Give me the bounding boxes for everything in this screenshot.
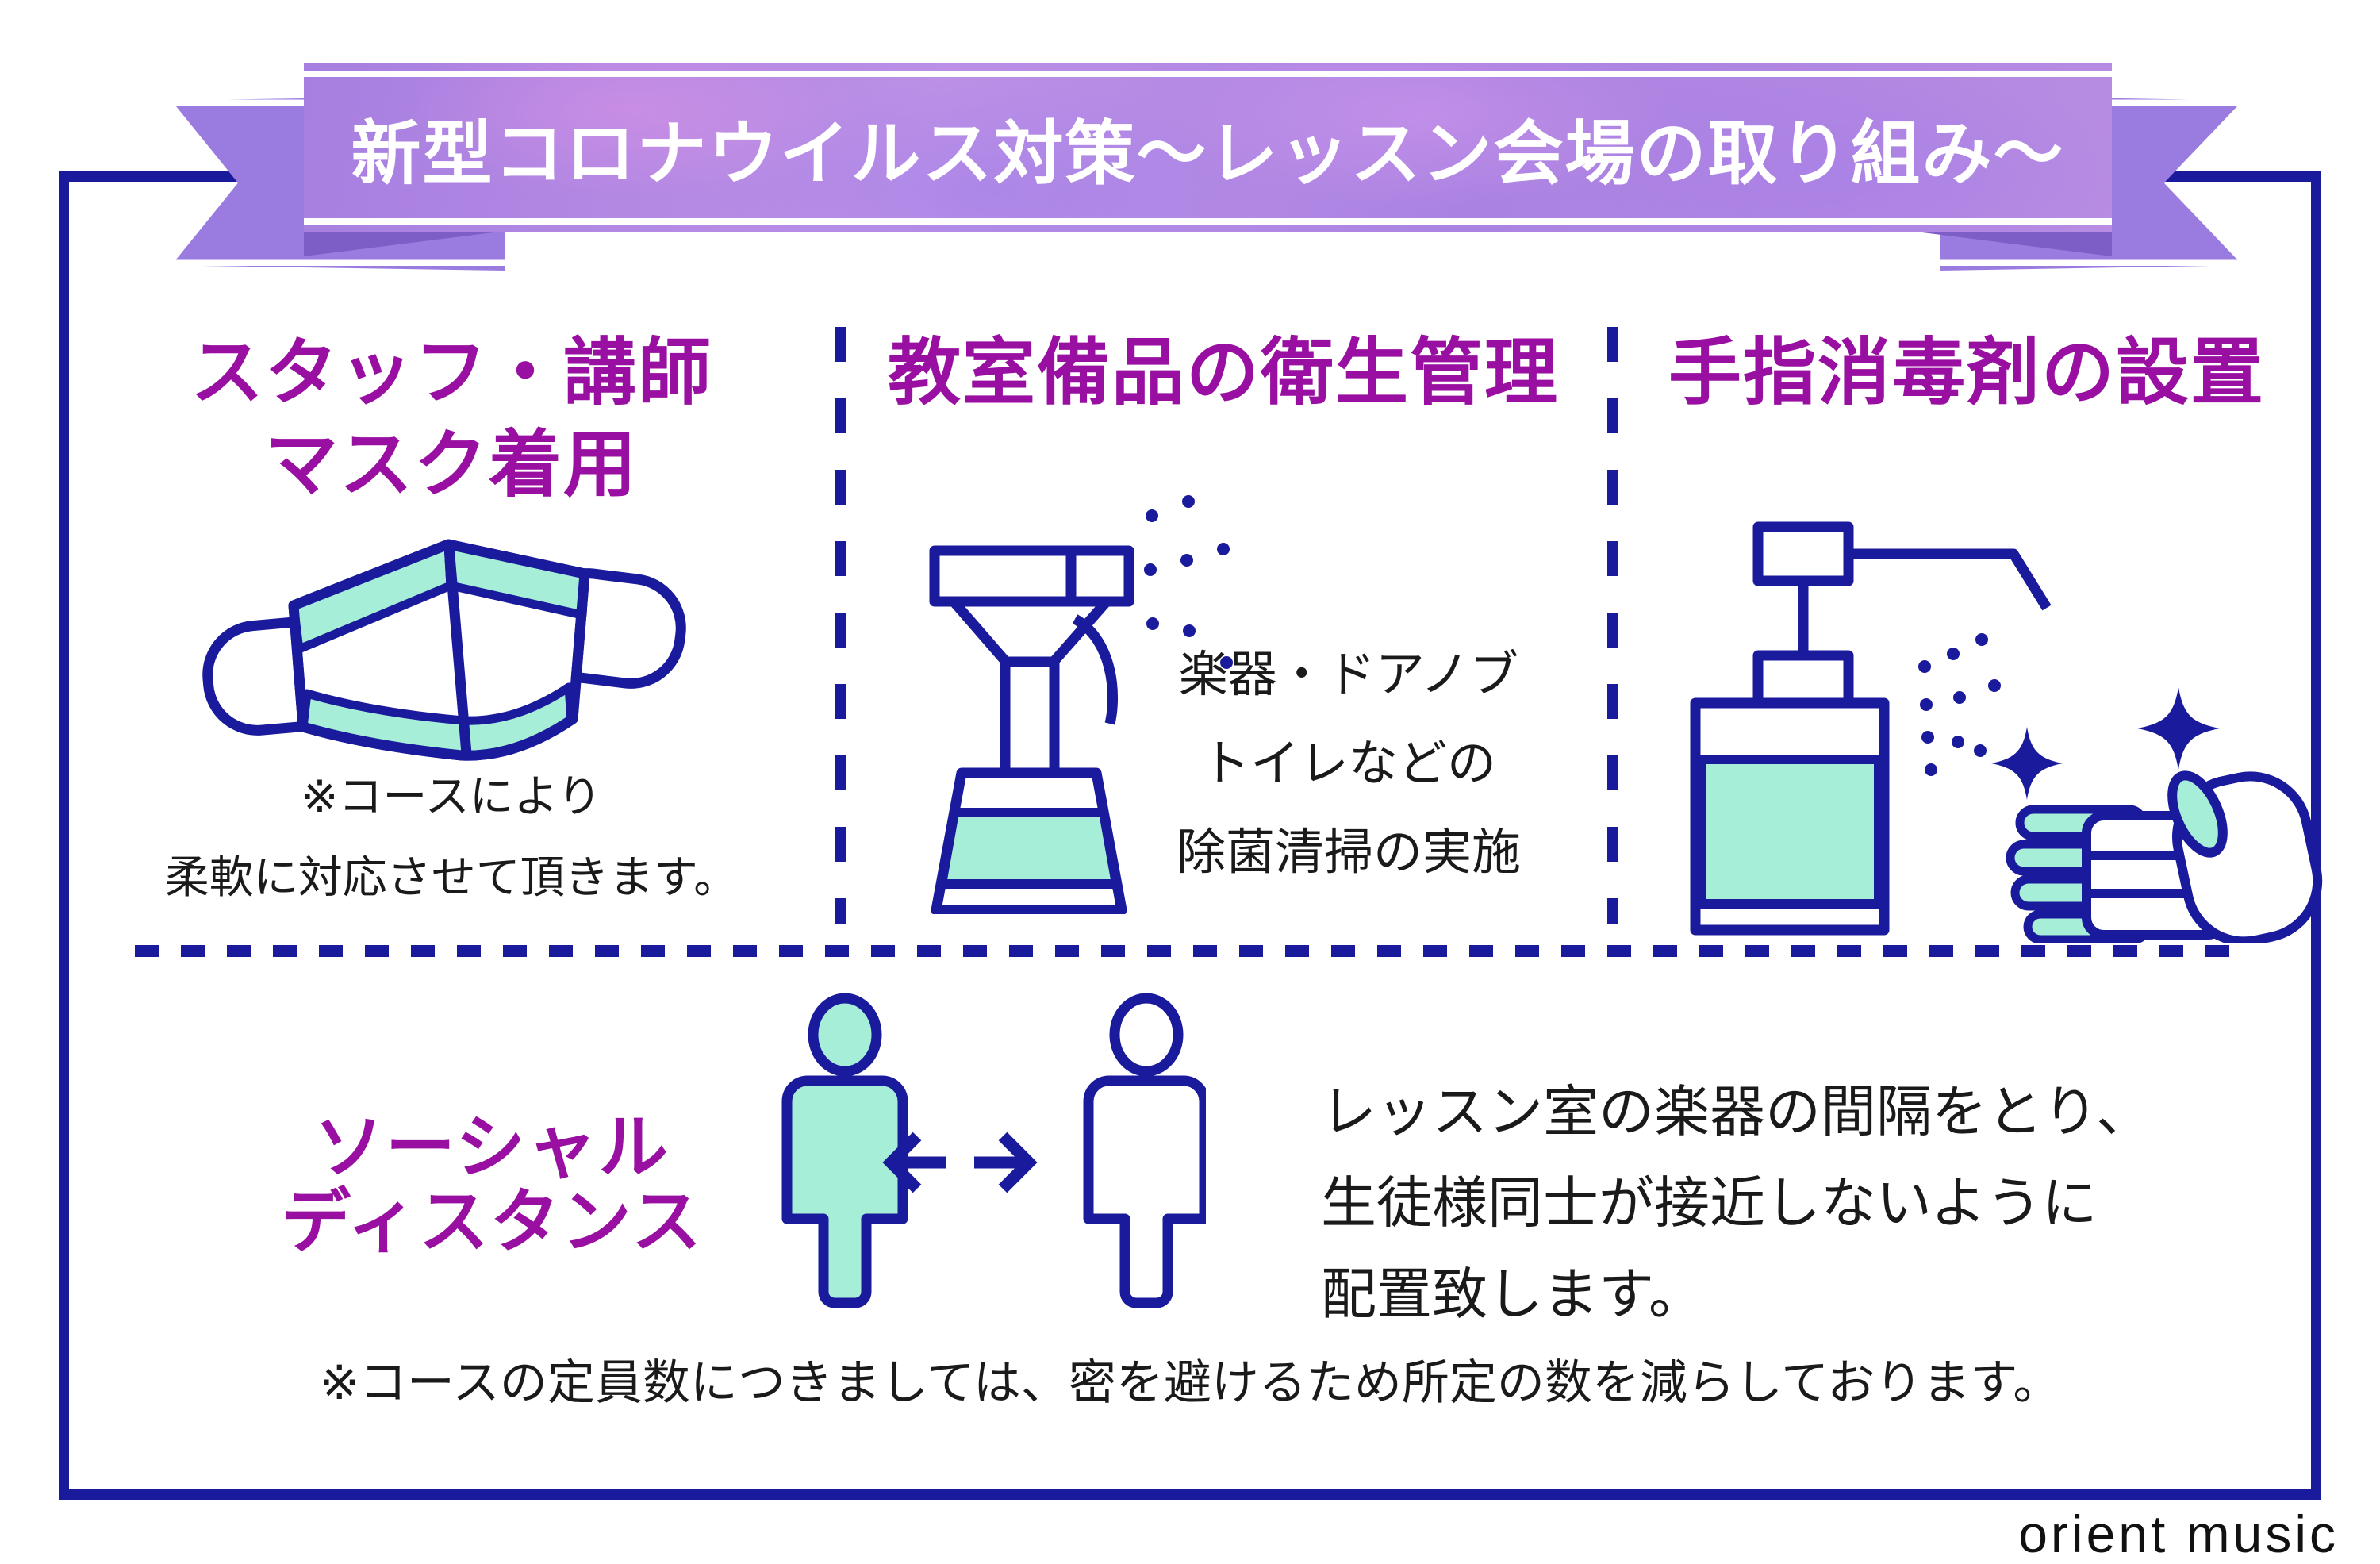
sanitizer-pump-and-hands-icon	[1690, 521, 2323, 943]
heading-staff-mask-line2: マスク着用	[264, 425, 638, 505]
title-ribbon: 新型コロナウイルス対策～レッスン会場の取り組み～	[304, 63, 2112, 232]
person-white-body	[1083, 1075, 1206, 1308]
sparkle-icon	[1991, 687, 2220, 800]
heading-hand-sanitizer: 手指消毒剤の設置	[1668, 332, 2265, 413]
face-mask-icon	[202, 539, 686, 761]
spray-mist-dots	[1144, 495, 1233, 669]
vertical-divider-2	[1607, 327, 1618, 924]
social-distance-desc-line2: 生徒様同士が接近しないように	[1321, 1172, 2098, 1234]
heading-equipment-hygiene: 教室備品の衛生管理	[887, 332, 1559, 413]
page-title: 新型コロナウイルス対策～レッスン会場の取り組み～	[351, 113, 2065, 193]
distance-arrows-icon	[882, 1132, 1038, 1193]
hygiene-body-line2: トイレなどの	[1200, 736, 1496, 791]
person-mint-head	[808, 993, 882, 1077]
two-people-distance-icon	[781, 993, 1206, 1308]
social-distance-desc-line3: 配置致します。	[1321, 1263, 1704, 1325]
brand-logo: orient music	[2018, 1504, 2339, 1563]
social-distance-desc-line1: レッスン室の楽器の間隔をとり、	[1321, 1081, 2152, 1143]
spray-bottle-icon	[929, 495, 1233, 914]
hands-icon	[2006, 770, 2323, 943]
person-white-head	[1109, 993, 1184, 1077]
person-mint-body	[781, 1075, 908, 1308]
hygiene-body-line1: 楽器・ドアノブ	[1178, 648, 1519, 702]
capacity-note: ※コースの定員数につきましては、密を避けるため所定の数を減らしております。	[319, 1356, 2061, 1409]
horizontal-divider	[135, 945, 2245, 957]
heading-social-distance-line1: ソーシャル	[313, 1108, 670, 1186]
hygiene-body-line3: 除菌清掃の実施	[1176, 825, 1521, 880]
heading-social-distance-line2: ディスタンス	[280, 1182, 704, 1261]
heading-staff-mask-line1: スタッフ・講師	[190, 332, 712, 413]
sanitizer-mist-dots	[1918, 633, 2001, 776]
vertical-divider-1	[835, 327, 846, 924]
mask-note-line1: ※コースにより	[301, 771, 602, 821]
mask-note-line2: 柔軟に対応させて頂きます。	[164, 852, 739, 902]
